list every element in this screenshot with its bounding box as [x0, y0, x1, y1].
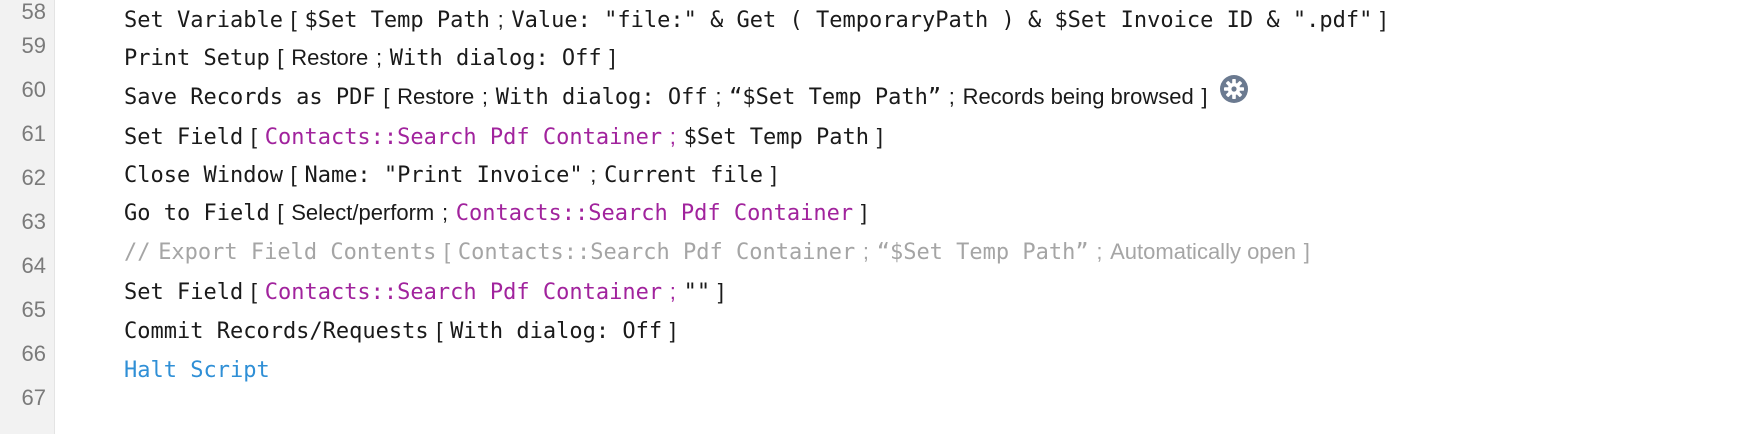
- step-param: Current file: [604, 163, 764, 188]
- step-name: Set Field: [124, 280, 244, 305]
- line-number: 63: [21, 209, 46, 234]
- param-separator: ;: [862, 239, 870, 264]
- bracket-close: ]: [860, 200, 867, 225]
- script-step-commit-records[interactable]: Commit Records/Requests [ With dialog: Off…: [124, 309, 676, 353]
- step-name: Set Variable: [124, 8, 283, 33]
- script-steps: Set Variable [ $Set Temp Path; Value: "file…: [55, 0, 1756, 434]
- script-step-print-setup[interactable]: Print Setup [ Restore;With dialog: Off]: [124, 36, 615, 80]
- step-param: Select/perform: [291, 200, 435, 225]
- param-separator: ;: [948, 84, 955, 109]
- step-param: Restore: [291, 45, 369, 70]
- bracket-open: [: [444, 239, 451, 264]
- step-param: With dialog: Off: [389, 46, 602, 71]
- bracket-open: [: [290, 162, 297, 187]
- gear-icon[interactable]: [1219, 74, 1249, 119]
- step-param: $Set Temp Path: [683, 125, 870, 150]
- step-param: “$Set Temp Path”: [729, 85, 942, 110]
- line-number: 67: [21, 385, 46, 410]
- bracket-close: ]: [717, 279, 724, 304]
- step-param: $Set Temp Path: [304, 8, 490, 33]
- line-number: 62: [21, 165, 46, 190]
- script-step-go-to-field[interactable]: Go to Field [ Select/perform;Contacts::Sea…: [124, 191, 867, 235]
- step-param: Name: "Print Invoice": [304, 163, 583, 188]
- step-name: Close Window: [124, 163, 283, 188]
- field-reference: Contacts::Search Pdf Container: [264, 280, 663, 305]
- line-number: 59: [21, 33, 46, 58]
- bracket-open: [: [383, 84, 390, 109]
- step-param: “$Set Temp Path”: [876, 240, 1089, 265]
- comment-prefix: //: [124, 240, 151, 265]
- step-name: Halt Script: [124, 358, 270, 383]
- step-param: With dialog: Off: [495, 85, 708, 110]
- param-separator: ;: [375, 45, 383, 70]
- param-separator: ;: [715, 84, 722, 109]
- param-separator: ;: [497, 7, 504, 32]
- bracket-open: [: [277, 45, 284, 70]
- script-step-set-field[interactable]: Set Field[Contacts::Search Pdf Container…: [124, 115, 883, 159]
- param-separator: ;: [481, 84, 489, 109]
- script-step-set-field[interactable]: Set Field[Contacts::Search Pdf Container…: [124, 270, 724, 314]
- param-separator: ;: [590, 162, 597, 187]
- step-name: Save Records as PDF: [124, 85, 376, 110]
- step-param: "": [683, 280, 711, 305]
- bracket-open: [: [436, 318, 443, 343]
- step-param: Contacts::Search Pdf Container: [457, 240, 856, 265]
- bracket-open: [: [250, 279, 258, 304]
- line-number: 61: [21, 121, 46, 146]
- step-name: Export Field Contents: [158, 240, 437, 265]
- step-param: Value: "file:" & Get ( TemporaryPath ) &…: [511, 8, 1373, 33]
- bracket-open: [: [250, 124, 258, 149]
- line-number: 60: [21, 77, 46, 102]
- step-name: Go to Field: [124, 201, 270, 226]
- bracket-close: ]: [669, 318, 676, 343]
- line-number-gutter: 58 59 60 61 62 63 64 65 66 67: [0, 0, 55, 434]
- bracket-open: [: [277, 200, 284, 225]
- param-separator: ;: [669, 279, 676, 304]
- line-number: 66: [21, 341, 46, 366]
- bracket-close: ]: [1303, 239, 1310, 264]
- step-name: Commit Records/Requests: [124, 319, 429, 344]
- bracket-close: ]: [770, 162, 777, 187]
- line-number: 65: [21, 297, 46, 322]
- script-step-halt-script[interactable]: Halt Script: [124, 348, 270, 392]
- param-separator: ;: [1096, 239, 1103, 264]
- step-param: Records being browsed: [962, 84, 1194, 109]
- param-separator: ;: [669, 124, 676, 149]
- bracket-close: ]: [876, 124, 883, 149]
- script-step-set-variable[interactable]: Set Variable [ $Set Temp Path; Value: "file…: [124, 0, 1386, 42]
- step-name: Set Field: [124, 125, 244, 150]
- step-name: Print Setup: [124, 46, 270, 71]
- step-param: Automatically open: [1110, 239, 1297, 264]
- step-param: With dialog: Off: [450, 319, 663, 344]
- field-reference: Contacts::Search Pdf Container: [455, 201, 854, 226]
- script-step-close-window[interactable]: Close Window [ Name: "Print Invoice"; Curre…: [124, 153, 777, 197]
- script-step-commented-export-field-contents[interactable]: // Export Field Contents [Contacts::Search…: [124, 230, 1310, 274]
- bracket-open: [: [290, 7, 297, 32]
- bracket-close: ]: [1380, 7, 1387, 32]
- step-param: Restore: [397, 84, 475, 109]
- line-number: 58: [21, 0, 46, 24]
- param-separator: ;: [441, 200, 449, 225]
- line-number: 64: [21, 253, 46, 278]
- bracket-close: ]: [609, 45, 616, 70]
- field-reference: Contacts::Search Pdf Container: [264, 125, 663, 150]
- bracket-close: ]: [1201, 84, 1208, 109]
- script-step-save-records-as-pdf[interactable]: Save Records as PDF[Restore;With dialog:…: [124, 75, 1249, 119]
